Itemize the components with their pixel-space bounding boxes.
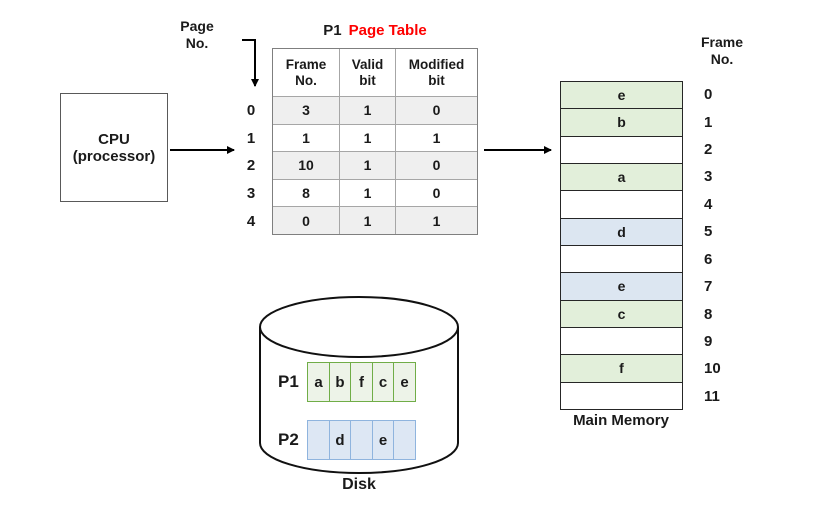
disk-p1-cell: e xyxy=(393,362,416,402)
disk-p1-cells: a b f c e xyxy=(307,362,416,402)
memory-frame-content: a xyxy=(617,169,626,186)
frame-number: 9 xyxy=(704,333,713,350)
disk-p1-cell: f xyxy=(350,362,373,402)
frame-no-label: Frame No. xyxy=(700,34,744,67)
memory-frame-row: b xyxy=(561,109,682,137)
arrow-page-no-down xyxy=(242,39,259,87)
modified-bit-cell: 0 xyxy=(395,152,477,179)
page-number: 3 xyxy=(246,185,256,203)
frame-no-cell: 10 xyxy=(298,157,314,174)
cpu-label-line1: CPU xyxy=(98,130,130,148)
disk-p2-cell xyxy=(307,420,330,460)
process-label: P1 xyxy=(323,22,342,39)
frame-number: 8 xyxy=(704,305,713,323)
memory-frame-content: c xyxy=(617,305,626,322)
memory-frame-row xyxy=(561,191,682,219)
frame-number: 11 xyxy=(704,387,720,405)
page-table-row: 10 1 0 xyxy=(273,152,477,180)
page-number: 1 xyxy=(246,129,256,147)
frame-no-cell: 1 xyxy=(302,129,310,146)
page-table-row: 1 1 1 xyxy=(273,124,477,153)
page-table-header: Frame No. Valid bit Modified bit xyxy=(273,49,477,97)
disk-p1-cell: b xyxy=(328,362,352,402)
page-no-label: Page No. xyxy=(180,18,214,51)
frame-no-cell: 3 xyxy=(302,102,310,119)
memory-frame-content: b xyxy=(617,114,626,131)
memory-frame-row xyxy=(561,245,682,274)
disk-p1-cell: c xyxy=(371,362,395,402)
header-valid-bit: Valid bit xyxy=(339,49,395,96)
page-table-body: 3 1 0 1 1 1 10 1 0 8 1 0 0 1 1 xyxy=(273,97,477,234)
page-table-title: P1 Page Table xyxy=(272,22,478,39)
page-number: 0 xyxy=(246,102,256,120)
disk-p2-cell xyxy=(350,420,373,460)
memory-frame-row: a xyxy=(561,163,682,192)
frame-no-cell: 0 xyxy=(302,212,310,229)
disk-p2-label: P2 xyxy=(278,430,299,449)
frame-number: 4 xyxy=(704,195,713,213)
disk-p2-cells: d e xyxy=(307,420,416,460)
modified-bit-cell: 1 xyxy=(395,124,477,152)
memory-frame-row xyxy=(561,382,682,409)
cpu-box: CPU (processor) xyxy=(60,93,168,202)
disk-p1-cell: a xyxy=(307,362,330,402)
frame-number: 2 xyxy=(704,141,713,159)
disk-p2-cell xyxy=(393,420,416,460)
page-table-title-text: Page Table xyxy=(348,22,427,39)
memory-frame-row: d xyxy=(561,218,682,246)
memory-frame-content: e xyxy=(617,278,626,295)
valid-bit-cell: 1 xyxy=(339,124,395,152)
cpu-label-line2: (processor) xyxy=(72,147,156,165)
frame-number: 10 xyxy=(704,360,721,378)
disk-p2-cell: d xyxy=(328,420,352,460)
modified-bit-cell: 0 xyxy=(395,179,477,207)
memory-frame-content: d xyxy=(617,223,626,240)
header-frame-no: Frame No. xyxy=(285,56,327,88)
memory-frame-row: f xyxy=(561,355,682,383)
frame-number: 1 xyxy=(704,113,713,131)
valid-bit-cell: 1 xyxy=(339,152,395,179)
page-table-row: 3 1 0 xyxy=(273,97,477,125)
page-number: 4 xyxy=(246,212,256,230)
memory-frame-row: e xyxy=(561,82,682,110)
frame-number: 3 xyxy=(704,168,713,186)
main-memory-caption: Main Memory xyxy=(573,412,669,429)
memory-frame-row: e xyxy=(561,273,682,301)
main-memory-table: e b a d e c f xyxy=(560,81,683,410)
valid-bit-cell: 1 xyxy=(339,97,395,124)
disk-p2-cell: e xyxy=(371,420,395,460)
page-number-column: 0 1 2 3 4 xyxy=(238,97,264,235)
frame-no-cell: 8 xyxy=(302,185,310,202)
frame-number: 7 xyxy=(704,278,713,296)
frame-number-column: 0 1 2 3 4 5 6 7 8 9 10 11 xyxy=(704,81,744,410)
modified-bit-cell: 0 xyxy=(395,97,477,124)
memory-frame-content: e xyxy=(617,87,626,104)
frame-number: 5 xyxy=(704,223,713,241)
disk-p1-label: P1 xyxy=(278,372,299,391)
memory-frame-row xyxy=(561,327,682,356)
page-table-row: 8 1 0 xyxy=(273,179,477,208)
memory-frame-row xyxy=(561,136,682,164)
page-table-row: 0 1 1 xyxy=(273,207,477,234)
frame-number: 6 xyxy=(704,250,713,268)
page-table: Frame No. Valid bit Modified bit 3 1 0 1… xyxy=(272,48,478,235)
disk-caption: Disk xyxy=(342,476,376,493)
modified-bit-cell: 1 xyxy=(395,207,477,234)
memory-frame-content: f xyxy=(619,360,624,377)
page-number: 2 xyxy=(246,157,256,175)
frame-number: 0 xyxy=(704,86,713,104)
valid-bit-cell: 1 xyxy=(339,179,395,207)
valid-bit-cell: 1 xyxy=(339,207,395,234)
memory-frame-row: c xyxy=(561,300,682,328)
header-modified-bit: Modified bit xyxy=(395,49,477,96)
